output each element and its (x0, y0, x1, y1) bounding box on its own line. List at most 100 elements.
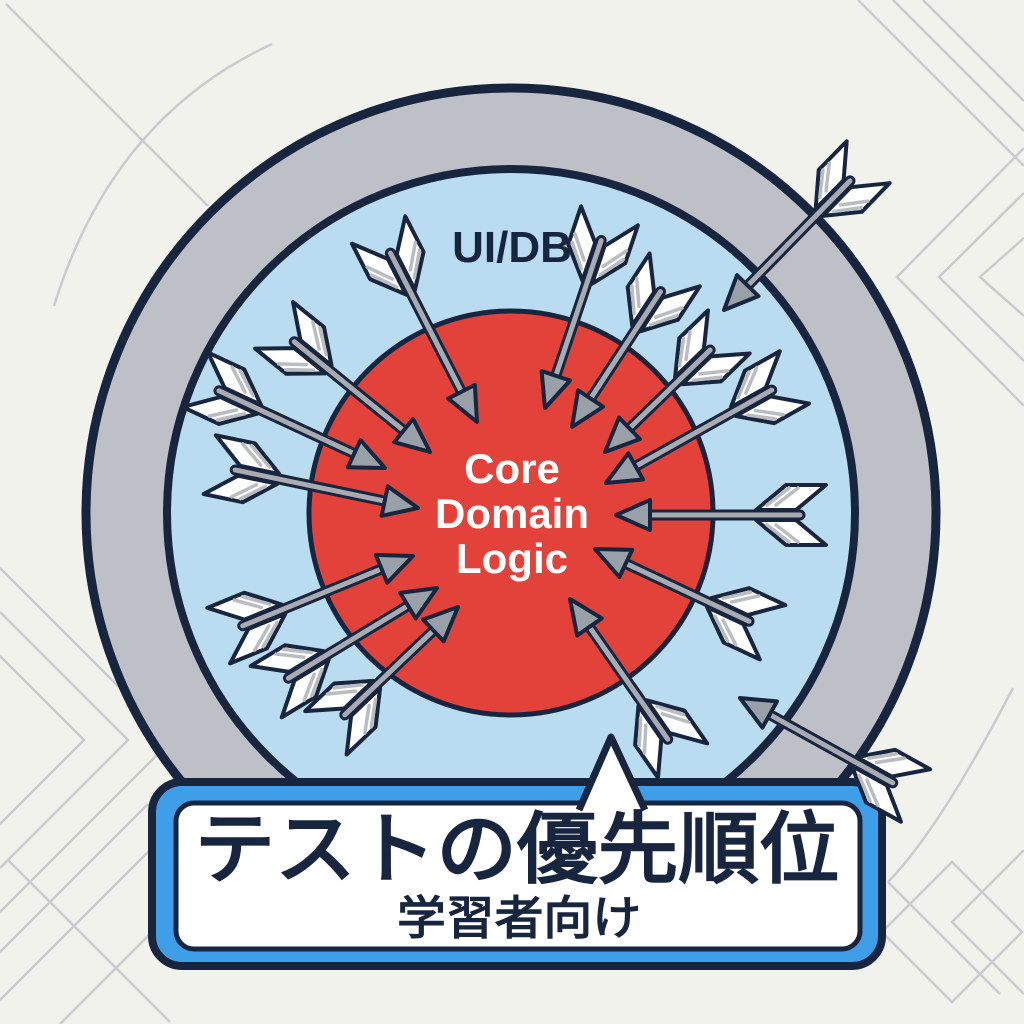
arrow-feather-stripe (332, 683, 364, 690)
arrow (180, 350, 387, 471)
arrow-feather-stripe (598, 257, 626, 277)
arrow-feather-stripe (232, 598, 263, 610)
arrow-feather-stripe (369, 697, 378, 729)
background-chevron (0, 655, 86, 825)
arrow-feather-stripe (698, 369, 730, 376)
background-chevron (937, 192, 1024, 362)
arrow-feather-stripe (238, 484, 268, 501)
arrow-feather-stripe (412, 248, 422, 280)
arrow-feather-stripe (601, 249, 628, 269)
arrow-feather-stripe (318, 325, 328, 357)
arrow-feather-stripe (240, 594, 272, 606)
arrow-shaft (232, 467, 396, 506)
core-label-line-2: Domain (435, 490, 589, 537)
arrow-feather-stripe (746, 413, 778, 421)
arrow-head (592, 547, 635, 580)
arrow-feather-stripe (637, 716, 643, 748)
arrow-shaft (387, 250, 468, 402)
arrow-shaft (342, 622, 442, 718)
arrow-feather (705, 605, 762, 662)
arrow-shaft (760, 708, 896, 786)
arrow-feather-stripe (365, 265, 395, 281)
bubble-tail-outline (575, 733, 649, 812)
arrow-feather-stripe (684, 330, 692, 362)
arrow-feather-stripe (207, 408, 239, 418)
arrow-feather-stripe (653, 306, 684, 319)
arrow-head (373, 553, 416, 585)
arrow-feather-stripe (866, 752, 898, 760)
arrows-front-layer (737, 696, 933, 824)
arrow (569, 251, 702, 429)
arrow-feather (754, 483, 828, 512)
speech-bubble: テストの優先順位 学習者向け (148, 733, 886, 970)
arrow-feather-stripe (311, 320, 321, 351)
arrow-feather-stripe (215, 412, 247, 422)
background-diamond (880, 860, 1024, 1004)
arrow-shaft (621, 347, 713, 437)
arrow-feather-stripe (310, 667, 324, 698)
arrow-feather-stripe (765, 486, 791, 507)
arrow-head (446, 382, 480, 424)
arrow-feather-stripe (249, 444, 272, 469)
background-line (0, 803, 149, 953)
arrow (567, 597, 710, 780)
arrow-feather (813, 139, 849, 211)
arrow-feather (344, 686, 383, 757)
arrow-shaft (582, 617, 671, 742)
arrow-feather (201, 473, 280, 505)
arrow-feather-stripe (713, 614, 730, 643)
arrow-feather (180, 395, 259, 426)
arrow-feather-stripe (230, 365, 247, 394)
bubble-tail (579, 737, 645, 810)
arrow-feather-stripe (277, 362, 309, 367)
arrow-feather-stripe (325, 689, 357, 696)
arrow-feather (728, 349, 782, 410)
arrow (614, 483, 828, 547)
arrow-feather (228, 611, 288, 666)
arrow-shaft (240, 563, 392, 629)
arrow-feather-stripe (635, 276, 641, 308)
bubble-title: テストの優先順位 (195, 805, 840, 893)
arrow (539, 204, 640, 411)
arrow-feather-stripe (765, 523, 791, 544)
arrow-head (421, 604, 460, 644)
background-line (887, 881, 1001, 995)
arrow-feather (589, 223, 640, 286)
arrow-feather-stripe (721, 618, 738, 647)
arrow-head (569, 388, 606, 429)
arrow-feather (206, 350, 263, 407)
arrow-feather-stripe (573, 232, 586, 262)
arrow-feather-stripe (832, 205, 864, 214)
arrow-feather (253, 346, 328, 376)
arrow-feather-stripe (655, 704, 686, 717)
core-label: Core Domain Logic (435, 445, 589, 582)
arrow-feather-stripe (284, 367, 316, 373)
background-line (892, 0, 1024, 132)
arrow-feather (754, 518, 828, 547)
arrow-feather-stripe (642, 723, 648, 755)
arrow-feather-stripe (691, 375, 723, 382)
arrow (349, 214, 480, 424)
arrow-shaft (216, 388, 364, 460)
arrow-feather-stripe (253, 624, 271, 652)
arrow-feather (303, 678, 376, 714)
arrow-head (379, 484, 420, 518)
arrow-feather (680, 351, 752, 387)
arrow-head (721, 273, 761, 312)
arrow-feather-stripe (865, 778, 880, 808)
arrow-feather (638, 284, 702, 334)
arrow-feather-stripe (363, 703, 371, 735)
bubble-subtitle: 学習者向け (397, 892, 641, 944)
arrow-feather-stripe (838, 199, 870, 207)
ring-label: UI/DB (452, 223, 572, 272)
arrow-feather-stripe (744, 365, 759, 395)
arrow-feather-stripe (570, 240, 583, 271)
background-chevron (950, 849, 1024, 995)
arrow-feather-stripe (824, 161, 832, 193)
arrow (253, 300, 433, 454)
arrow-feather-stripe (229, 482, 259, 499)
background-chevron (895, 147, 1024, 407)
arrow-feather (205, 590, 284, 622)
